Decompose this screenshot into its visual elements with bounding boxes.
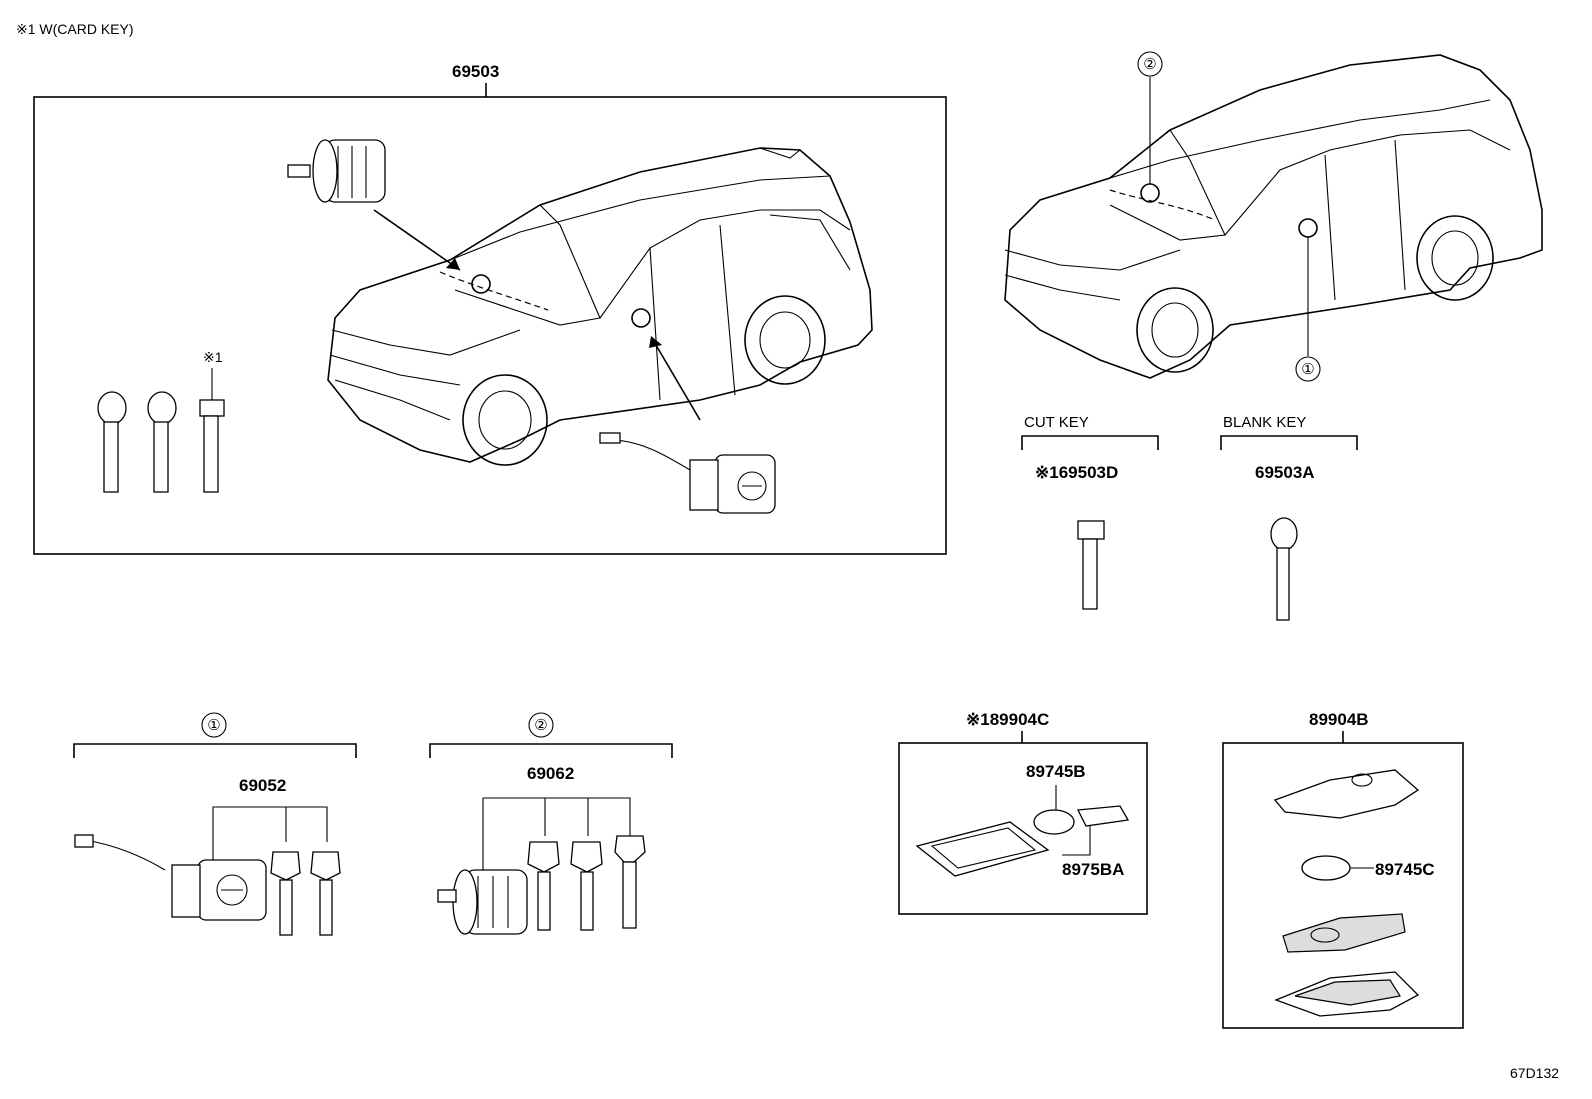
- blank-key-part-number[interactable]: 69503A: [1255, 463, 1315, 482]
- card-key-icon: [915, 821, 1050, 877]
- blank-key-icon: [1270, 517, 1298, 621]
- key-icon: [97, 391, 127, 493]
- key-icon: [270, 851, 301, 936]
- cut-key-group: CUT KEY ※169503D: [1021, 414, 1159, 610]
- circle-1-marker: ①: [1301, 361, 1314, 378]
- card-emergency-key-icon: [614, 835, 646, 929]
- fob-cover-icon: [1273, 769, 1420, 819]
- main-set-keys: ※1: [97, 349, 225, 493]
- blank-key-heading: BLANK KEY: [1223, 414, 1306, 431]
- card-emergency-key-icon: [1077, 520, 1105, 610]
- ignition-set-marker: ②: [534, 717, 547, 734]
- card-key-battery-part-number[interactable]: 89745B: [1026, 762, 1086, 781]
- door-lock-cylinder-illustration: [599, 432, 776, 514]
- fob-set-group: 89904B 89745C: [1222, 710, 1464, 1029]
- main-set-box: [33, 96, 947, 555]
- ignition-set-group: ② 69062: [429, 712, 673, 935]
- arrow-ignition: [373, 209, 461, 271]
- card-key-set-group: ※189904C 89745B 8975BA: [898, 710, 1148, 915]
- fob-circuit-board-icon: [1282, 913, 1406, 953]
- main-set-part-number[interactable]: 69503: [452, 62, 499, 81]
- door-lock-set-group: ① 69052: [73, 712, 357, 936]
- adhesive-pad-icon: [1076, 805, 1130, 827]
- vehicle-illustration-right: ② ①: [1004, 51, 1543, 382]
- fob-set-box: [1222, 742, 1464, 1029]
- door-lock-set-part-number[interactable]: 69052: [239, 776, 286, 795]
- card-emergency-key-icon: [199, 399, 225, 493]
- vehicle-illustration-main: [327, 147, 873, 466]
- key-icon: [570, 841, 603, 931]
- cut-key-part-number[interactable]: ※169503D: [1035, 463, 1118, 482]
- coin-battery-icon: [1301, 855, 1351, 881]
- door-lock-set-marker: ①: [207, 717, 220, 734]
- ignition-location-marker: [1140, 183, 1160, 203]
- ignition-cylinder-illustration: [437, 869, 528, 935]
- blank-key-group: BLANK KEY 69503A: [1220, 414, 1358, 621]
- door-lock-cylinder-illustration: [74, 834, 267, 921]
- card-key-note: ※1 W(CARD KEY): [16, 21, 134, 37]
- key-icon: [527, 841, 560, 931]
- card-key-set-part-number[interactable]: ※189904C: [966, 710, 1049, 729]
- drawing-id: 67D132: [1510, 1065, 1559, 1081]
- coin-battery-icon: [1033, 809, 1075, 835]
- main-set-group: 69503: [33, 62, 947, 555]
- card-key-pad-part-number[interactable]: 8975BA: [1062, 860, 1124, 879]
- door-lock-location-marker: [1298, 218, 1318, 238]
- circle-2-marker: ②: [1143, 56, 1156, 73]
- ignition-set-part-number[interactable]: 69062: [527, 764, 574, 783]
- cut-key-heading: CUT KEY: [1024, 414, 1089, 431]
- key-icon: [147, 391, 177, 493]
- card-key-set-box: [898, 742, 1148, 915]
- ignition-cylinder-illustration: [287, 139, 386, 203]
- arrow-door-lock: [652, 339, 701, 421]
- key-icon: [310, 851, 341, 936]
- fob-battery-part-number[interactable]: 89745C: [1375, 860, 1435, 879]
- fob-set-part-number[interactable]: 89904B: [1309, 710, 1369, 729]
- main-set-note-mark: ※1: [203, 349, 223, 365]
